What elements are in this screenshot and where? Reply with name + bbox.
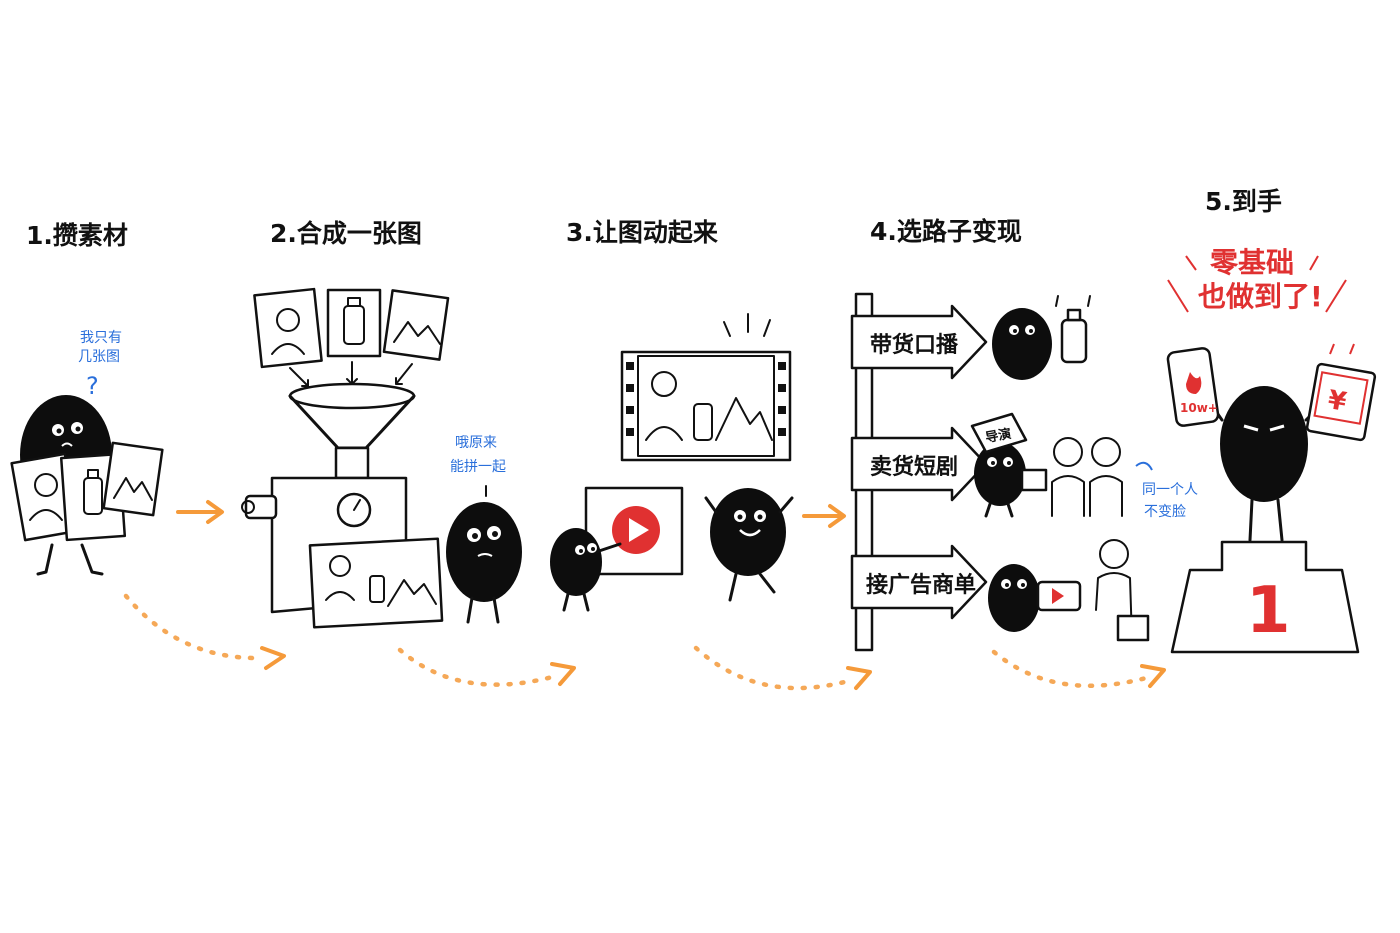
fire-icon [1186, 372, 1202, 394]
blob-character-with-phone [988, 564, 1082, 632]
step-3-scene [550, 313, 794, 612]
step4-note-line1: 同一个人 [1142, 482, 1198, 498]
merging-funnel [288, 382, 416, 480]
step1-thought-line1: 我只有 [80, 330, 122, 346]
step-1-scene: 我只有 几张图 ? [10, 330, 164, 576]
director-cap-label: 导演 [984, 426, 1012, 446]
sign-selling-short-drama[interactable]: 卖货短剧 [850, 426, 988, 502]
step2-thought-line2: 能拼一起 [450, 459, 506, 475]
sign-livestream-selling[interactable]: 带货口播 [850, 304, 988, 380]
viral-phone: 10w+ [1166, 347, 1220, 427]
businessman-client [1095, 539, 1150, 642]
clapperboard-icon [1020, 468, 1048, 492]
flow-arrow-3-to-4 [802, 504, 846, 528]
sign-ad-deals[interactable]: 接广告商单 [850, 544, 988, 620]
input-bottle-photo [326, 288, 382, 358]
blob-character-pointing [550, 528, 622, 612]
flow-arrow-1-to-2 [176, 500, 224, 524]
blob-character-winner [1206, 386, 1324, 542]
product-bottle-icon [1060, 318, 1088, 364]
step-2-title: 2.合成一张图 [270, 219, 422, 248]
footprint-trail-4 [991, 649, 1166, 689]
film-frame [620, 313, 792, 462]
briefcase-icon [1116, 614, 1150, 642]
footprint-trail-1 [123, 593, 286, 670]
result-line-2: 也做到了! [1198, 280, 1323, 313]
blob-character-director: 导演 [970, 412, 1048, 518]
input-landscape-photo [382, 289, 450, 361]
composite-photo [308, 537, 444, 629]
step-4-title: 4.选路子变现 [870, 217, 1022, 246]
currency-symbol: ¥ [1326, 385, 1349, 418]
step1-thought-line2: 几张图 [78, 349, 120, 365]
step1-question-mark: ? [86, 372, 99, 400]
step-5-title: 5.到手 [1205, 187, 1282, 216]
step-1-title: 1.攒素材 [26, 221, 128, 250]
step4-note-line2: 不变脸 [1144, 504, 1186, 520]
two-actors [1051, 437, 1123, 517]
sign-ad-deals-label: 接广告商单 [866, 572, 976, 598]
step2-thought-line1: 哦原来 [455, 435, 497, 451]
blob-character-cheering [704, 488, 794, 602]
winner-podium: 1 [1170, 540, 1360, 654]
step-2-scene: 哦原来 能拼一起 [241, 287, 522, 629]
footprint-trail-2 [397, 647, 576, 687]
money-stack: ¥ [1305, 343, 1377, 442]
sign-selling-short-drama-label: 卖货短剧 [870, 454, 958, 480]
blob-character-surprised [446, 502, 522, 624]
input-portrait-photo [253, 287, 323, 369]
footprint-trail-3 [693, 645, 872, 691]
step-4-scene: 带货口播 卖货短剧 接广告商单 导演 [850, 292, 1198, 652]
landscape-photo [102, 441, 164, 517]
blob-character-with-product [992, 295, 1091, 380]
result-line-1: 零基础 [1210, 246, 1294, 279]
step-5-scene: 零基础 也做到了! 1 10w+ ¥ [1166, 246, 1377, 654]
sign-livestream-selling-label: 带货口播 [870, 332, 959, 358]
step-3-title: 3.让图动起来 [566, 218, 719, 247]
podium-rank: 1 [1246, 574, 1291, 648]
phone-views-badge: 10w+ [1180, 401, 1218, 415]
